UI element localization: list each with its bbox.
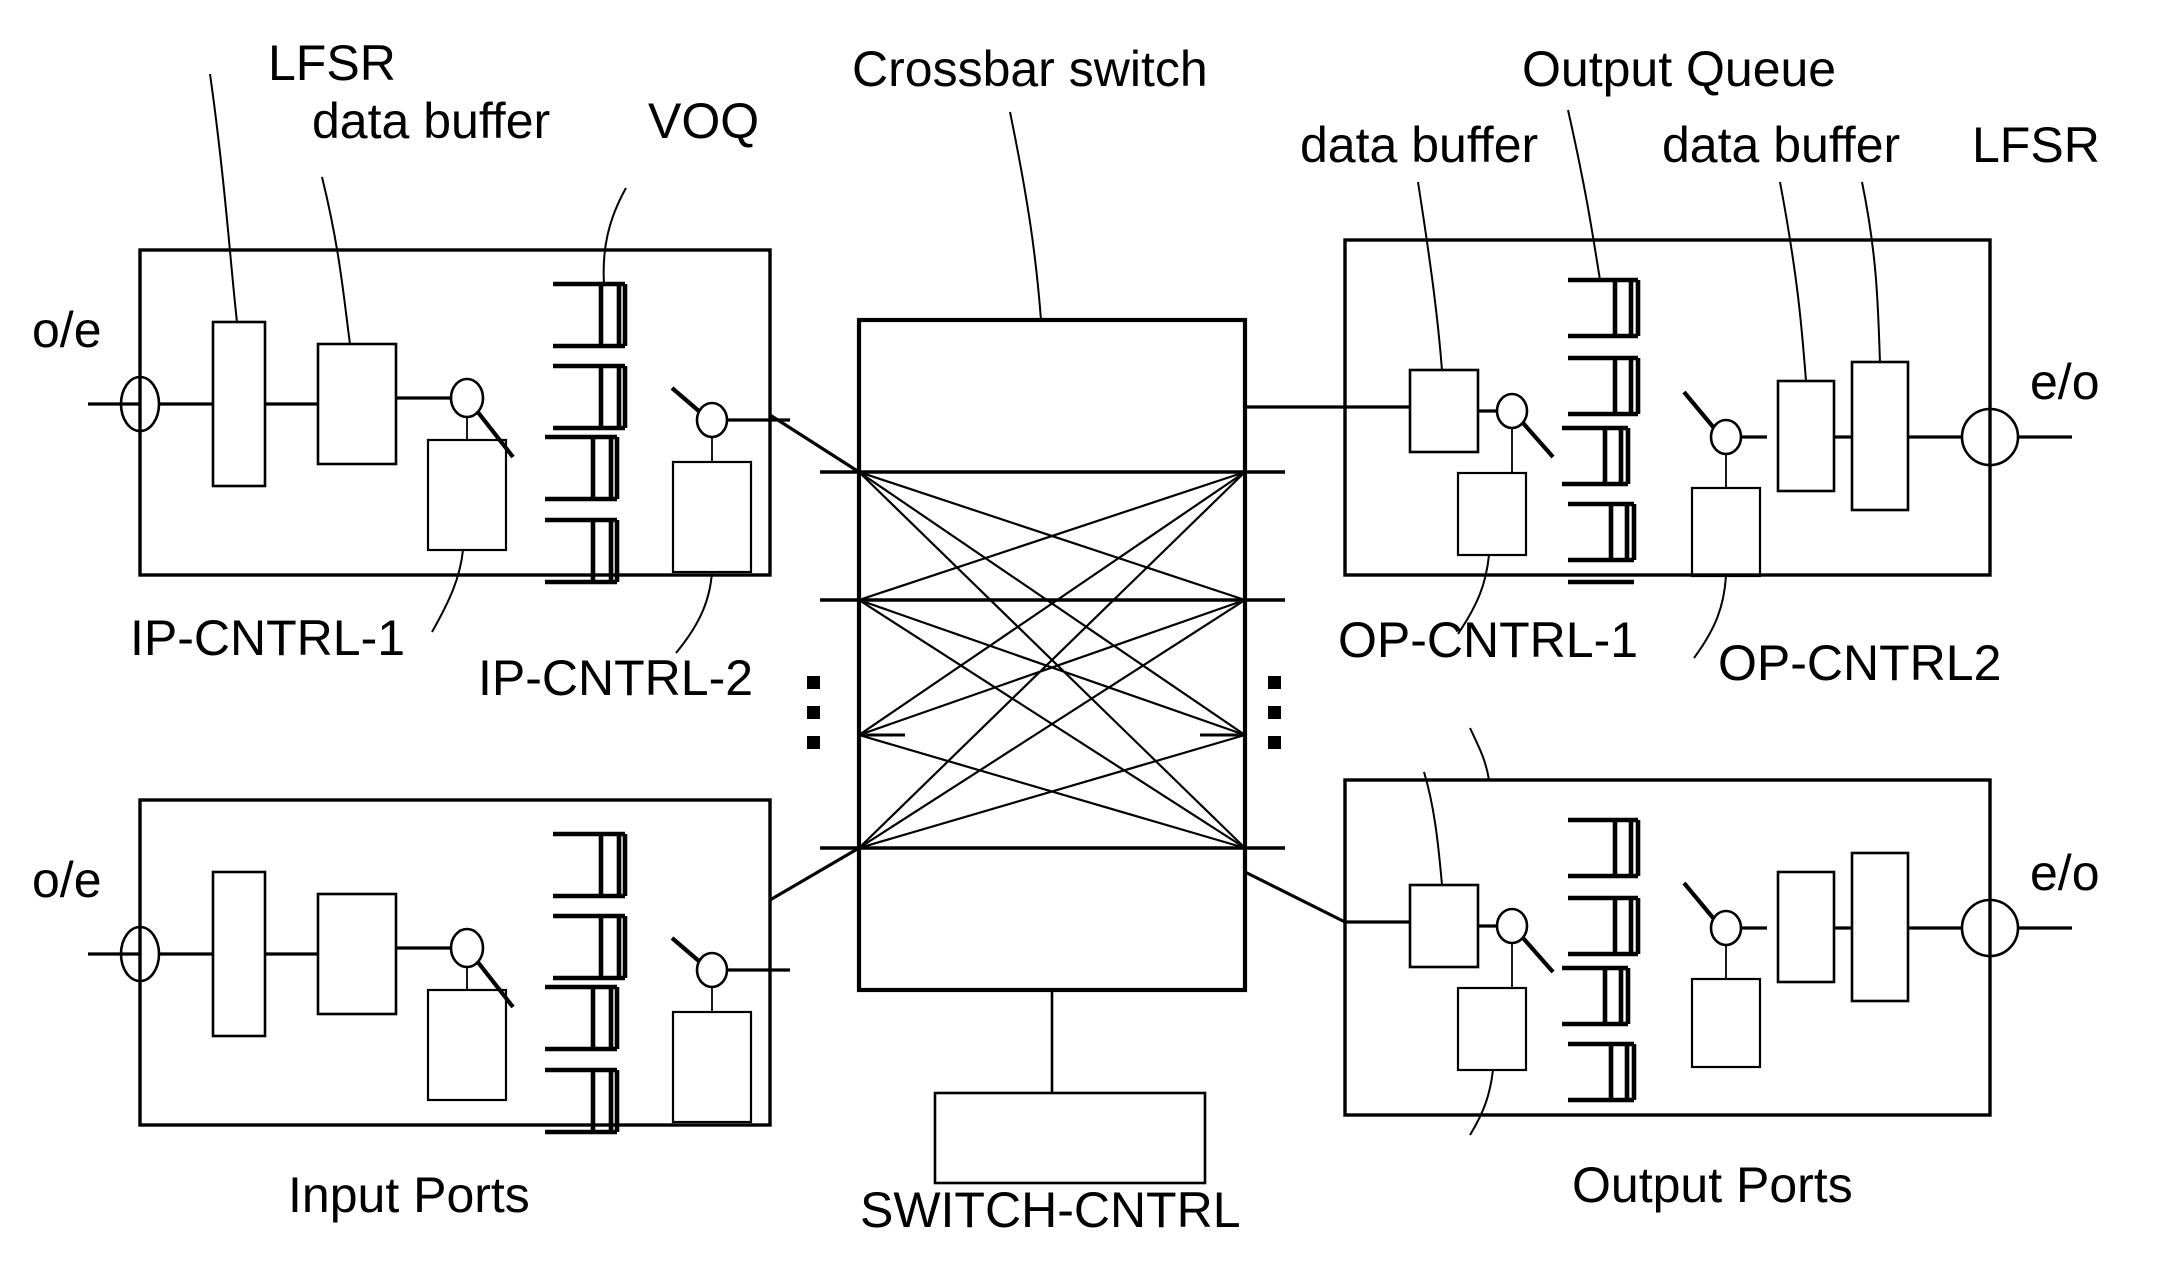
switch-cntrl-box [933,1091,1207,1185]
leader-ip-cntrl-1 [431,549,464,633]
ellipsis-dots [807,676,1281,749]
crossbar-to-output-bottom-link [1244,870,1346,924]
input-switch-1-arm-top [475,409,515,459]
output-port-top-box [1343,238,1992,577]
leader-data-buffer-input [321,176,351,345]
output-switch-2-bottom [1709,909,1743,947]
label-output-ports: Output Ports [1572,1157,1853,1213]
label-eo-bottom: e/o [2030,845,2100,901]
output-switch-2-arm-top [1682,390,1716,430]
op-cntrl-2-box-bottom [1690,977,1762,1069]
leader-lfsr-output [1861,181,1881,363]
ip-cntrl-1-box-bottom [426,988,508,1102]
label-lfsr-output: LFSR [1972,117,2100,173]
crossbar-mesh [858,470,1246,850]
output-queue-group-bottom [1562,817,1641,1103]
leader-data-buffer-output-right [1779,181,1807,382]
output-switch-1-arm-top [1521,421,1555,459]
op-cntrl-2-box-top [1690,486,1762,578]
input-bottom-to-crossbar-link [769,846,860,902]
op-cntrl-1-box-bottom [1456,986,1528,1072]
label-switch-cntrl: SWITCH-CNTRL [860,1182,1241,1238]
input-switch-2-arm-bottom [670,936,702,964]
output-port-bottom-box [1343,778,1992,1117]
output-switch-1-top [1495,392,1529,430]
label-ip-cntrl-2: IP-CNTRL-2 [478,650,754,706]
label-oe-top: o/e [32,302,102,358]
label-data-buffer-input: data buffer [312,93,551,149]
crossbar-box [856,317,1248,993]
ip-cntrl-2-box-bottom [671,1010,753,1124]
label-oe-bottom: o/e [32,852,102,908]
voq-group-top [545,281,628,585]
output-switch-2-arm-bottom [1682,881,1716,921]
leader-data-buffer-output-left [1417,181,1443,371]
leader-op-cntrl-1-bottom [1469,727,1490,781]
lfsr-box-input-top [211,320,267,488]
label-crossbar-switch: Crossbar switch [852,41,1208,97]
data-buffer-box-output-bottom-left [1408,883,1480,969]
output-queue-group-top [1562,277,1641,585]
leader-output-queue [1567,109,1601,281]
data-buffer-box-output-top-left [1408,368,1480,454]
leader-lfsr-input [209,73,238,323]
label-ip-cntrl-1: IP-CNTRL-1 [130,610,406,666]
ip-cntrl-1-box-top [426,438,508,552]
data-buffer-box-input-bottom [316,892,398,1016]
lfsr-box-input-bottom [211,870,267,1038]
label-data-buffer-out-right: data buffer [1662,117,1901,173]
voq-group-bottom [545,831,628,1135]
label-op-cntrl-1: OP-CNTRL-1 [1338,612,1639,668]
output-switch-2-top [1709,418,1743,456]
input-switch-1-arm-bottom [475,959,515,1009]
label-voq: VOQ [648,93,760,149]
leader-voq [602,187,627,285]
output-switch-1-arm-bottom [1521,936,1555,974]
label-lfsr-input: LFSR [268,35,396,91]
crossbar-bus-lines [820,470,1285,850]
lfsr-box-output-top [1850,360,1910,512]
op-cntrl-1-box-top [1456,471,1528,557]
label-output-queue: Output Queue [1522,41,1837,97]
input-switch-2-bottom [695,951,729,989]
leader-ip-cntrl-2 [675,571,713,654]
input-switch-2-top [695,401,729,439]
leader-crossbar [1009,111,1042,321]
data-buffer-box-output-bottom-right [1776,870,1836,984]
input-port-top-box [138,248,772,577]
output-switch-1-bottom [1495,907,1529,945]
data-buffer-box-input-top [316,342,398,466]
leader-op-cntrl-2-bottom [1469,1069,1494,1136]
label-data-buffer-out-left: data buffer [1300,117,1539,173]
ip-cntrl-2-box-top [671,460,753,574]
label-op-cntrl-2: OP-CNTRL2 [1718,635,2002,691]
lfsr-box-output-bottom [1850,851,1910,1003]
data-buffer-box-output-top-right [1776,379,1836,493]
input-port-bottom-box [138,798,772,1127]
input-switch-2-arm-top [670,386,702,414]
label-eo-top: e/o [2030,354,2100,410]
leader-op-cntrl-2 [1693,575,1727,659]
leader-data-buffer-output-bottom [1423,771,1443,886]
input-top-to-crossbar-link [769,413,860,474]
leader-op-cntrl-1 [1457,554,1490,635]
label-input-ports: Input Ports [288,1167,530,1223]
